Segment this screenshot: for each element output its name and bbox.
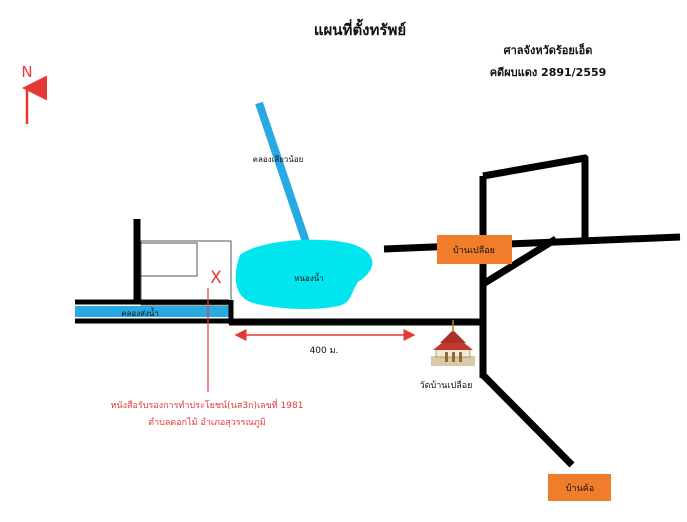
north-label: N xyxy=(21,63,32,81)
map-title: แผนที่ตั้งทรัพย์ xyxy=(314,18,406,39)
canal-lower-label: คลองส่งน้ำ xyxy=(121,307,159,318)
pond xyxy=(235,239,373,309)
property-marker: X xyxy=(210,268,222,288)
certificate-line1: หนังสือรับรองการทำประโยชน์(นส3ก)เลขที่ 1… xyxy=(111,398,304,411)
certificate-line2: ตำบลดอกไม้ อำเภอสุวรรณภูมิ xyxy=(148,417,266,428)
village-box-plueai xyxy=(437,235,512,264)
road-southeast xyxy=(480,372,575,468)
north-arrow: N xyxy=(21,63,47,124)
building-outline xyxy=(140,242,198,277)
road-loop xyxy=(482,154,589,238)
pond-label: หนองน้ำ xyxy=(294,272,323,283)
plot-boundary xyxy=(140,240,232,306)
temple-icon xyxy=(431,320,475,366)
road-east-west xyxy=(383,233,681,253)
road-diagonal-link xyxy=(481,236,558,287)
canal-upper xyxy=(255,101,310,244)
village-label-plueai: บ้านเปลือย xyxy=(453,245,495,256)
village-box-kho xyxy=(548,474,611,501)
village-label-kho: บ้านค้อ xyxy=(566,483,594,494)
temple-label: วัดบ้านเปลือย xyxy=(420,380,473,391)
distance-label: 400 ม. xyxy=(310,346,339,356)
canal-lower xyxy=(75,306,229,317)
court-name: ศาลจังหวัดร้อยเอ็ด xyxy=(504,43,593,57)
case-number: คดีผบแดง 2891/2559 xyxy=(490,66,607,79)
canal-upper-label: คลองเสียวน้อย xyxy=(253,155,304,164)
